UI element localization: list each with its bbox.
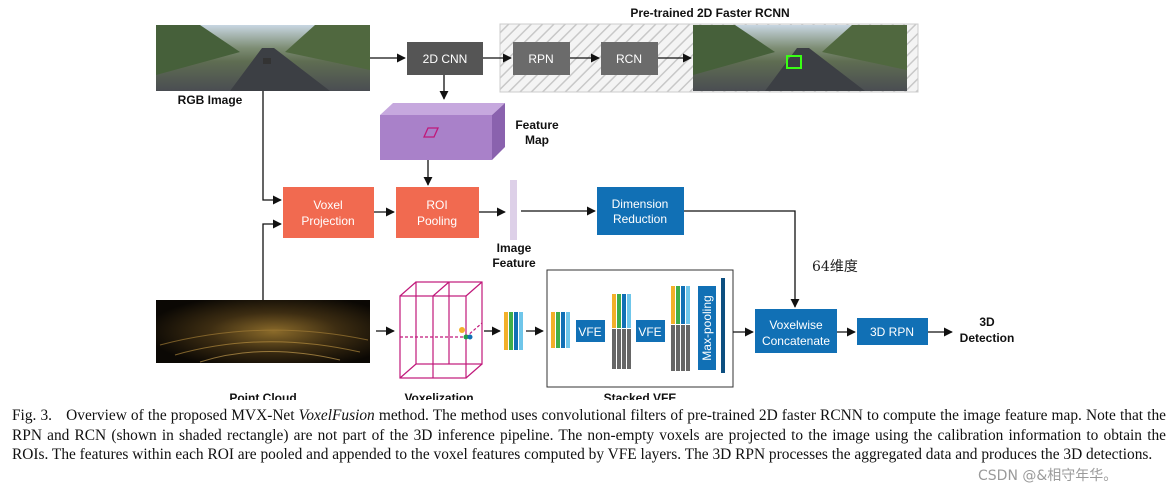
vfe-output-bar [721,278,725,373]
point-cloud-label: Point Cloud [229,391,296,400]
roi-pooling-label-1: ROI [426,198,447,212]
voxel-feature-bars [504,312,523,350]
voxel-projection-box [283,187,374,238]
detection-label-2: Detection [960,331,1015,345]
rpn-box-label: RPN [528,52,553,66]
rpn-3d-box [857,318,928,345]
detection-label-1: 3D [979,315,995,329]
pretrained-label: Pre-trained 2D Faster RCNN [630,6,789,20]
feature-map-label-1: Feature [515,118,559,132]
watermark: CSDN @&相守年华。 [978,468,1118,484]
mvx-net-diagram: Pre-trained 2D Faster RCNN RGB Image 2D … [156,6,1015,400]
roi-parallelogram [422,127,440,138]
voxel-point-2 [463,334,469,340]
point-cloud-image [156,300,370,363]
feature-map-label-2: Map [525,133,549,147]
arrow-pointcloud-to-projection [262,219,282,300]
dimension-note: 64维度 [812,259,858,275]
caption-part-1: Overview of the proposed MVX-Net [66,407,295,424]
vfe-input-bars [551,312,570,348]
rgb-image-label: RGB Image [178,93,243,107]
dimension-reduction-label-2: Reduction [613,212,667,226]
detection-image [693,25,907,91]
voxelwise-concat-label-2: Concatenate [762,334,830,348]
dimension-reduction-label-1: Dimension [612,197,669,211]
vfe-box-1-label: VFE [578,325,601,339]
vfe-mid-bars [612,294,631,369]
voxel-projection-label-1: Voxel [313,198,342,212]
rpn-box [513,42,570,75]
feature-map-prism [380,103,505,160]
max-pooling-label: Max-pooling [700,295,714,360]
arrow-dimred-to-concat [684,210,800,308]
cnn-box-label: 2D CNN [423,52,468,66]
vfe-box-2 [636,320,665,342]
vfe-box-1 [576,320,605,342]
dimension-reduction-box [597,187,684,235]
arrow-rgb-to-projection [262,91,282,205]
voxel-point-1 [459,327,465,333]
caption-part-2: method. The method uses convolutional fi… [12,407,1166,463]
rcn-box-label: RCN [616,52,642,66]
roi-pooling-label-2: Pooling [417,214,457,228]
voxel-point-3 [467,334,473,340]
voxel-grid [399,281,483,379]
voxelization-label: Voxelization [404,391,473,400]
vfe-out-bars [671,286,690,371]
rpn-3d-label: 3D RPN [870,325,914,339]
image-feature-label-1: Image [497,241,532,255]
figure-caption: Fig. 3. Overview of the proposed MVX-Net… [12,406,1166,465]
caption-italic: VoxelFusion [298,407,375,424]
detection-bbox [786,55,802,69]
stacked-vfe-label: Stacked VFE [604,391,677,400]
rgb-image [156,25,370,91]
caption-fig-number: Fig. 3. [12,407,53,424]
roi-pooling-box [396,187,479,238]
voxelwise-concat-box [755,309,837,353]
image-feature-bar [510,180,517,240]
rcn-box [601,42,658,75]
cnn-box [407,42,483,75]
voxelwise-concat-label-1: Voxelwise [769,318,823,332]
vfe-box-2-label: VFE [638,325,661,339]
image-feature-label-2: Feature [492,256,536,270]
max-pooling-box [698,286,716,370]
voxel-projection-label-2: Projection [301,214,354,228]
